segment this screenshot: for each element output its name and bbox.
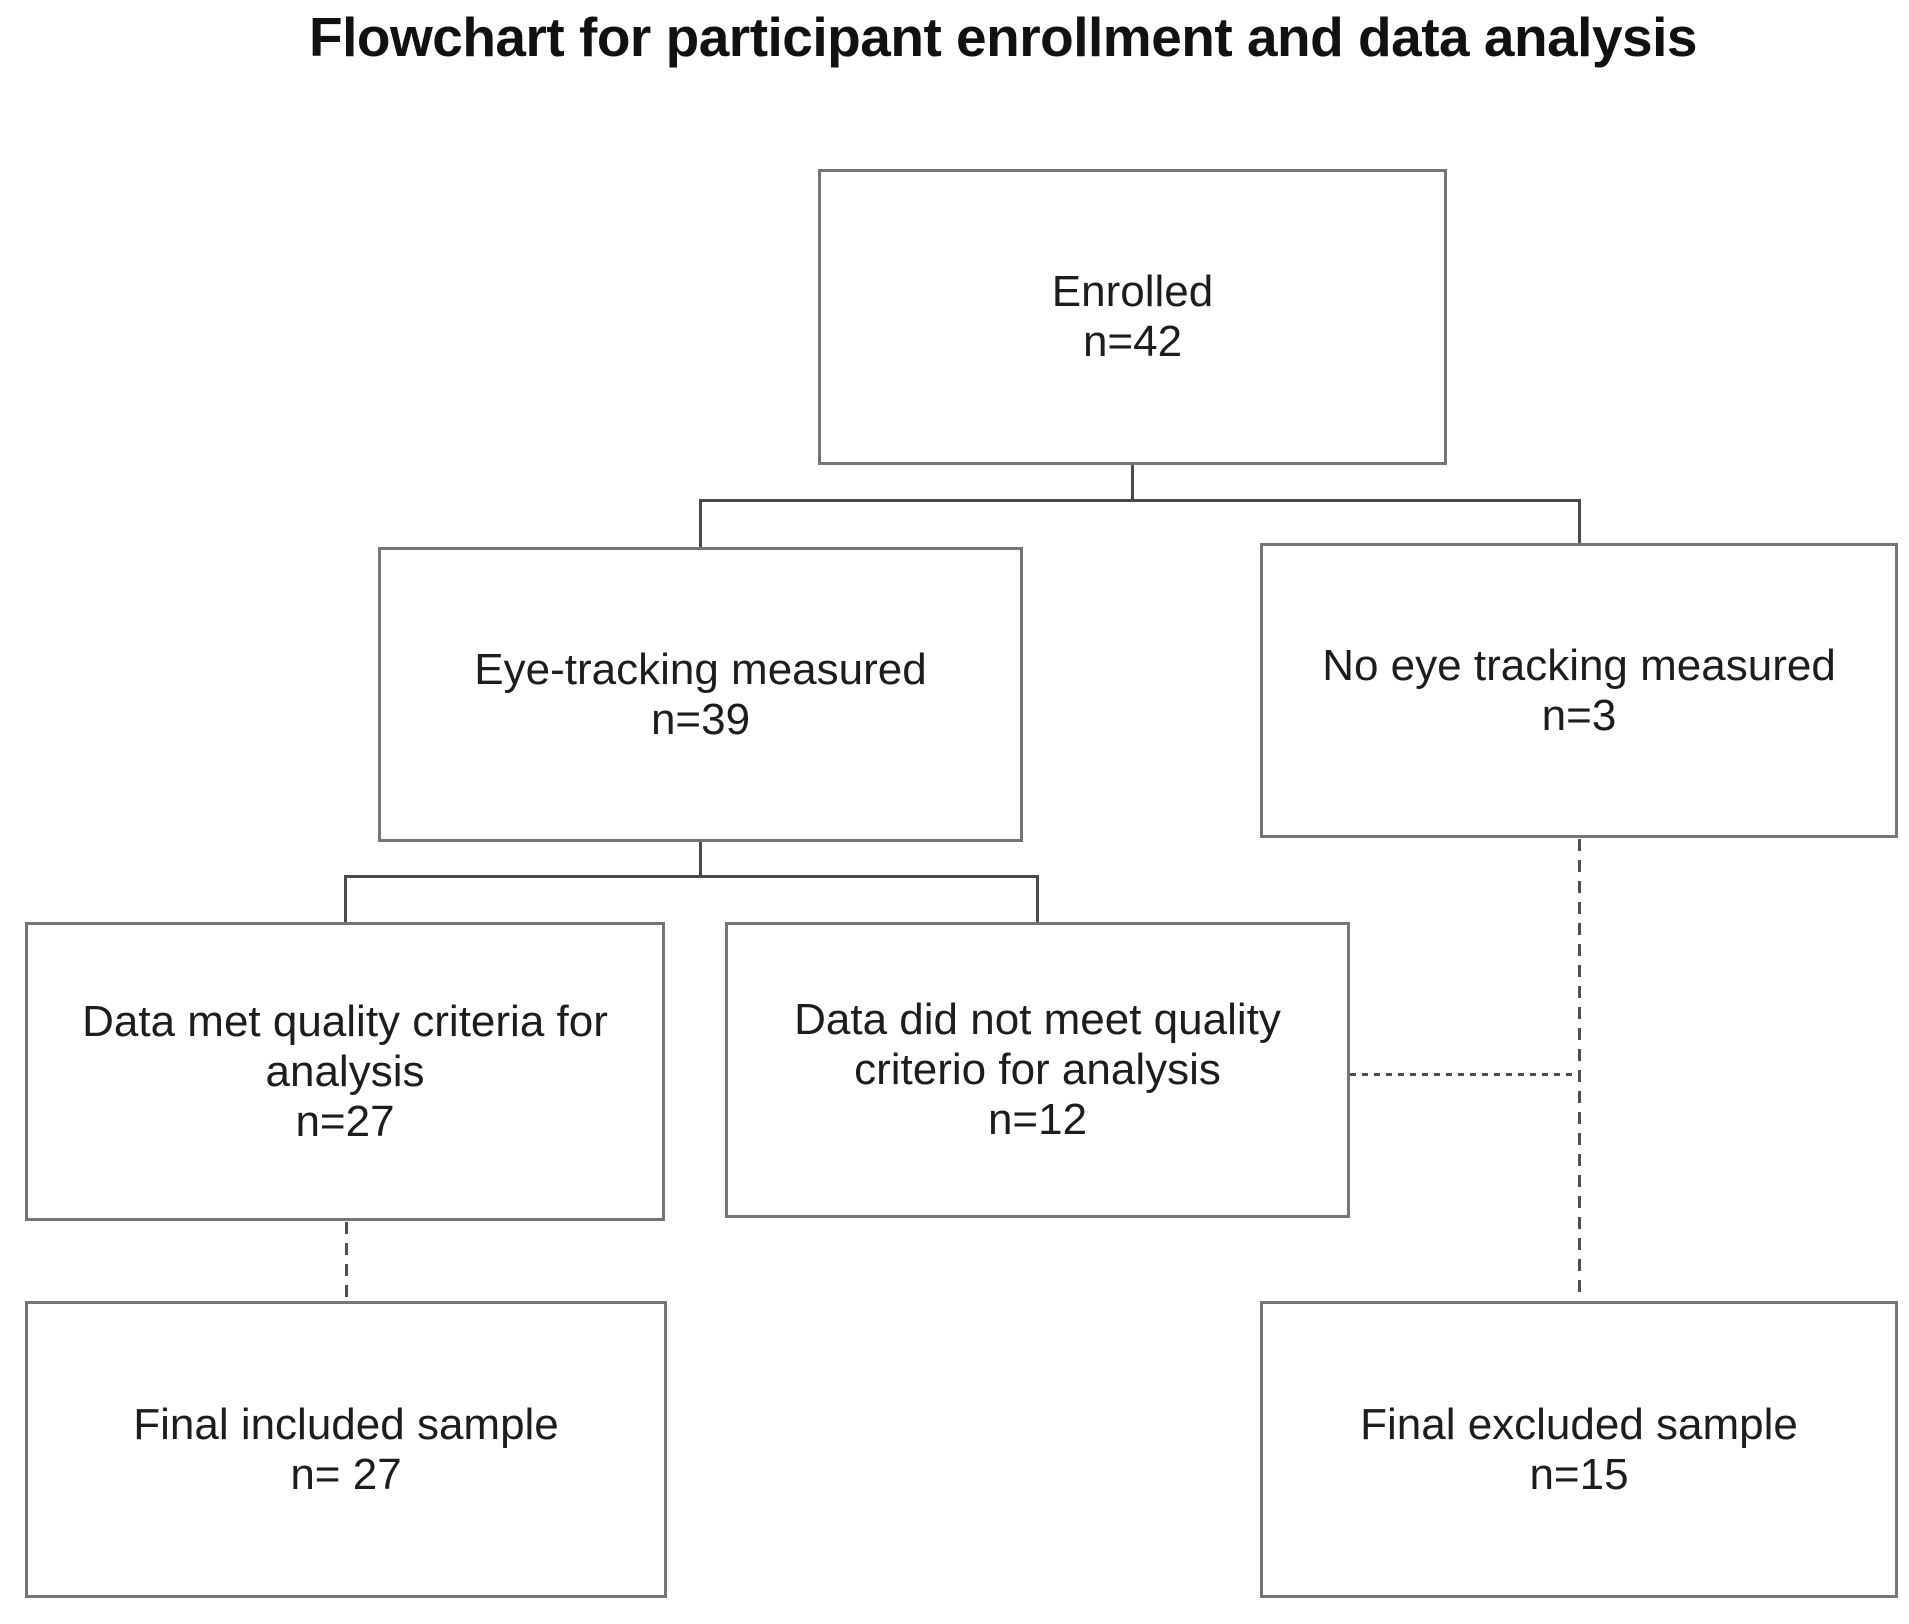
- box-enrolled-count: n=42: [1082, 317, 1183, 366]
- diagram-title: Flowchart for participant enrollment and…: [308, 6, 1698, 68]
- connector-split1-right-drop: [1578, 499, 1581, 545]
- connector-split2-left-drop: [344, 875, 347, 923]
- box-met-quality-line1: Data met quality criteria for: [82, 996, 608, 1046]
- connector-eye-tracking-stub: [699, 842, 702, 877]
- box-final-excluded: Final excluded sample n=15: [1260, 1301, 1898, 1598]
- box-eye-tracking-line1: Eye-tracking measured: [474, 644, 927, 694]
- box-final-excluded-line1: Final excluded sample: [1360, 1399, 1798, 1449]
- box-final-excluded-count: n=15: [1529, 1449, 1629, 1499]
- box-not-met-quality-line2: criterio for analysis: [854, 1045, 1221, 1094]
- box-not-met-quality-line1: Data did not meet quality: [794, 995, 1281, 1044]
- box-met-quality-line2: analysis: [265, 1046, 425, 1096]
- box-final-included-count: n= 27: [290, 1449, 402, 1499]
- box-eye-tracking: Eye-tracking measured n=39: [378, 547, 1023, 842]
- box-eye-tracking-count: n=39: [650, 694, 751, 744]
- box-no-eye-tracking-line1: No eye tracking measured: [1322, 640, 1836, 690]
- box-no-eye-tracking: No eye tracking measured n=3: [1260, 543, 1898, 838]
- dashed-connector-not-met-to-excluded: [1350, 1073, 1579, 1076]
- dashed-connector-no-eye-to-excluded: [1578, 839, 1581, 1301]
- box-final-included-line1: Final included sample: [133, 1399, 559, 1449]
- box-not-met-quality-count: n=12: [987, 1095, 1088, 1144]
- box-met-quality: Data met quality criteria for analysis n…: [25, 922, 665, 1221]
- box-not-met-quality: Data did not meet quality criterio for a…: [725, 922, 1350, 1218]
- box-final-included: Final included sample n= 27: [25, 1301, 667, 1598]
- connector-split1-horizontal: [699, 499, 1581, 502]
- connector-enrolled-stub: [1131, 465, 1134, 501]
- box-met-quality-count: n=27: [295, 1096, 395, 1146]
- connector-split2-right-drop: [1036, 875, 1039, 923]
- connector-split2-horizontal: [344, 875, 1039, 878]
- dashed-connector-met-to-included: [345, 1222, 348, 1302]
- connector-split1-left-drop: [699, 499, 702, 548]
- box-no-eye-tracking-count: n=3: [1541, 690, 1617, 740]
- box-enrolled: Enrolled n=42: [818, 169, 1447, 465]
- box-enrolled-line1: Enrolled: [1051, 267, 1214, 316]
